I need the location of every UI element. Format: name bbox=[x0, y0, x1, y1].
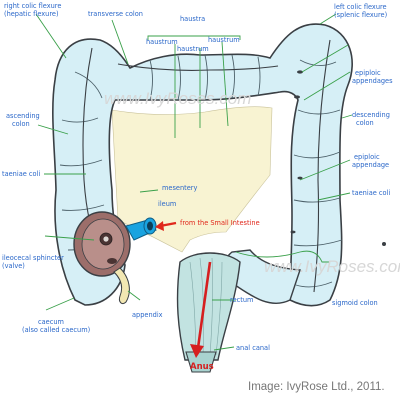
label-caecum-alt: (also called caecum) bbox=[22, 326, 90, 334]
label-left-colic-flexure: left colic flexure bbox=[334, 3, 387, 11]
image-credit: Image: IvyRose Ltd., 2011. bbox=[248, 381, 385, 393]
label-right-colic-flexure: right colic flexure bbox=[4, 2, 61, 10]
label-ascending-colon: ascending bbox=[6, 112, 40, 120]
label-caecum: caecum bbox=[38, 318, 64, 326]
anus-arrow bbox=[190, 261, 212, 358]
label-appendix: appendix bbox=[132, 311, 163, 319]
label-ileocecal-sphincter: ileocecal sphincter bbox=[2, 254, 64, 262]
anal-canal-shape bbox=[185, 351, 217, 373]
label-taeniae-coli-right: taeniae coli bbox=[352, 189, 390, 197]
ileum-lumen bbox=[147, 221, 153, 231]
rectum-shape bbox=[176, 252, 241, 361]
label-epiploic-appendages-2: appendages bbox=[352, 77, 393, 85]
label-ileum: ileum bbox=[158, 200, 176, 208]
mesentery-shape bbox=[111, 106, 273, 253]
label-haustra: haustra bbox=[180, 15, 205, 23]
appendix-shape bbox=[113, 267, 130, 305]
ileocecal-orifice-center bbox=[103, 236, 109, 242]
label-epiploic-appendages: epiploic bbox=[355, 69, 381, 77]
label-mesentery: mesentery bbox=[162, 184, 198, 192]
label-ileocecal-valve: (valve) bbox=[2, 262, 25, 270]
label-ascending-colon-2: colon bbox=[12, 120, 30, 128]
epiploic-appendages bbox=[290, 70, 386, 246]
small-intestine-arrow bbox=[155, 221, 177, 231]
label-haustrum-3: haustrum bbox=[208, 36, 240, 44]
label-anal-canal: anal canal bbox=[236, 344, 270, 352]
watermark-bottom: www.IvyRoses.com bbox=[264, 257, 400, 276]
label-epiploic-appendage: epiploic bbox=[354, 153, 380, 161]
label-epiploic-appendage-2: appendage bbox=[352, 161, 389, 169]
watermark-top: www.IvyRoses.com bbox=[104, 89, 251, 108]
label-sigmoid-colon: sigmoid colon bbox=[332, 299, 378, 307]
label-transverse-colon: transverse colon bbox=[88, 10, 143, 18]
label-hepatic-flexure: (hepatic flexure) bbox=[4, 10, 59, 18]
colon-body bbox=[52, 23, 353, 307]
label-descending-colon: descending bbox=[352, 111, 390, 119]
label-from-small-intestine: from the Small Intestine bbox=[180, 219, 260, 227]
label-anus: Anus bbox=[190, 362, 214, 372]
label-haustrum-2: haustrum bbox=[177, 45, 209, 53]
label-splenic-flexure: (splenic flexure) bbox=[334, 11, 387, 19]
appendix-orifice bbox=[107, 258, 117, 264]
label-descending-colon-2: colon bbox=[356, 119, 374, 127]
label-rectum: rectum bbox=[230, 296, 253, 304]
label-taeniae-coli-left: taeniae coli bbox=[2, 170, 40, 178]
label-haustrum-1: haustrum bbox=[146, 38, 178, 46]
leader-lines bbox=[35, 13, 353, 351]
